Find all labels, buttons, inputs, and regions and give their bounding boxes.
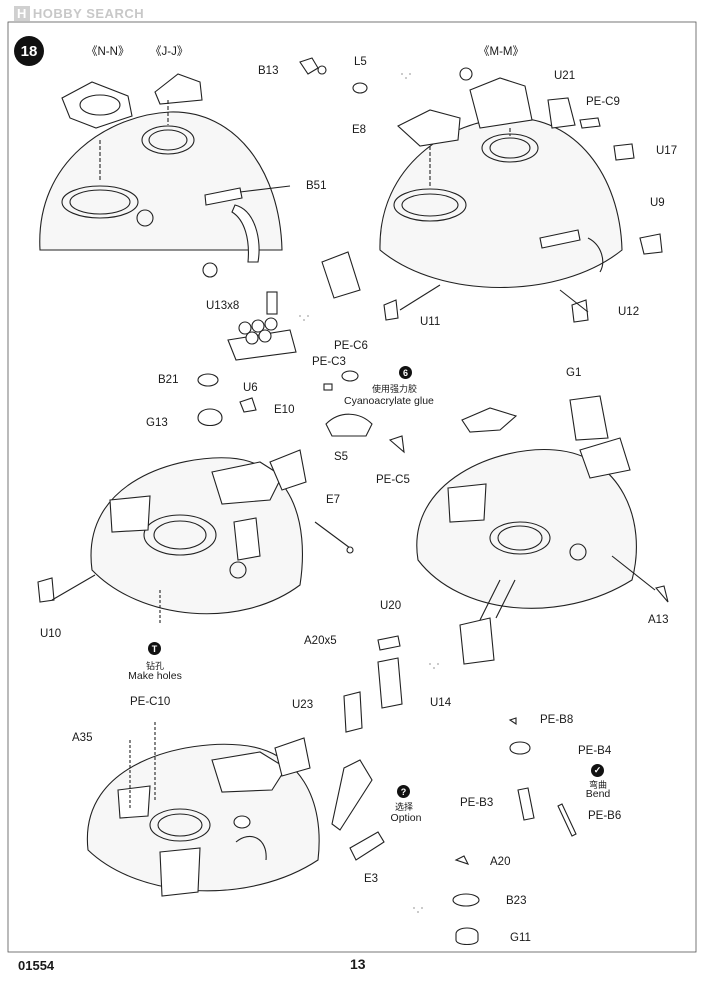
label-E3: E3: [364, 873, 379, 885]
label-G11: G11: [510, 932, 531, 944]
section-label-mm: 《M-M》: [478, 46, 524, 58]
label-U11: U11: [420, 316, 441, 328]
label-B13: B13: [258, 65, 279, 77]
bend-note-cn: 弯曲: [588, 780, 607, 790]
label-A13: A13: [648, 614, 669, 626]
glue-note-cn: 使用强力胶: [372, 384, 418, 394]
holes-note-en: Make holes: [128, 670, 182, 682]
label-B23: B23: [506, 895, 527, 907]
turret-top-right: [321, 67, 663, 323]
label-U23: U23: [292, 699, 314, 711]
part-l5-shape: [352, 82, 368, 94]
label-U14: U14: [430, 697, 452, 709]
label-G1: G1: [566, 367, 582, 379]
label-PE-C10: PE-C10: [130, 696, 171, 708]
step-number-badge: 18: [14, 36, 44, 66]
label-B51: B51: [306, 180, 327, 192]
label-S5: S5: [334, 451, 349, 463]
drill-icon: T: [148, 642, 161, 655]
product-code: 01554: [18, 958, 55, 973]
label-E7: E7: [326, 494, 341, 506]
bend-note-en: Bend: [585, 788, 611, 800]
section-label-jj: 《J-J》: [150, 46, 189, 58]
option-note-cn: 选择: [394, 802, 413, 812]
label-U13x8: U13x8: [206, 300, 240, 312]
part-b13-shape: [299, 57, 319, 75]
label-PE-B6: PE-B6: [588, 810, 622, 822]
label-U6: U6: [243, 382, 258, 394]
section-label-nn: 《N-N》: [86, 46, 130, 58]
label-U10: U10: [40, 628, 62, 640]
label-E10: E10: [274, 404, 295, 416]
turret-top-left: [39, 73, 291, 278]
watermark-text: HOBBY SEARCH: [32, 6, 145, 21]
holes-note-cn: 钻孔: [145, 661, 164, 671]
label-A20x5: A20x5: [304, 635, 337, 647]
label-PE-B3: PE-B3: [460, 797, 494, 809]
label-U12: U12: [618, 306, 640, 318]
page-number: 13: [350, 956, 366, 972]
label-A20: A20: [490, 856, 511, 868]
label-G13: G13: [146, 417, 168, 429]
label-U21: U21: [554, 70, 576, 82]
label-PE-C9: PE-C9: [586, 96, 620, 108]
label-PE-C3: PE-C3: [312, 356, 346, 368]
turret-bottom-left: [86, 722, 320, 897]
watermark-logo: H: [14, 6, 30, 21]
label-L5: L5: [354, 56, 367, 68]
turret-middle-right: [416, 395, 669, 665]
label-B21: B21: [158, 374, 179, 386]
label-E8: E8: [352, 124, 367, 136]
label-U20: U20: [380, 600, 402, 612]
glue-note-en: Cyanoacrylate glue: [344, 395, 434, 407]
label-A35: A35: [72, 732, 93, 744]
option-note-en: Option: [390, 812, 422, 824]
label-PE-C5: PE-C5: [376, 474, 410, 486]
label-U9: U9: [650, 197, 665, 209]
option-icon: ?: [397, 785, 410, 798]
label-U17: U17: [656, 145, 678, 157]
page-frame: [7, 21, 697, 953]
turret-middle-left: [37, 449, 354, 625]
bend-icon: ✓: [591, 764, 604, 777]
glue-icon: 6: [399, 366, 412, 379]
part-u13-cluster: [227, 291, 297, 361]
label-PE-B8: PE-B8: [540, 714, 574, 726]
label-PE-C6: PE-C6: [334, 340, 368, 352]
label-PE-B4: PE-B4: [578, 745, 612, 757]
